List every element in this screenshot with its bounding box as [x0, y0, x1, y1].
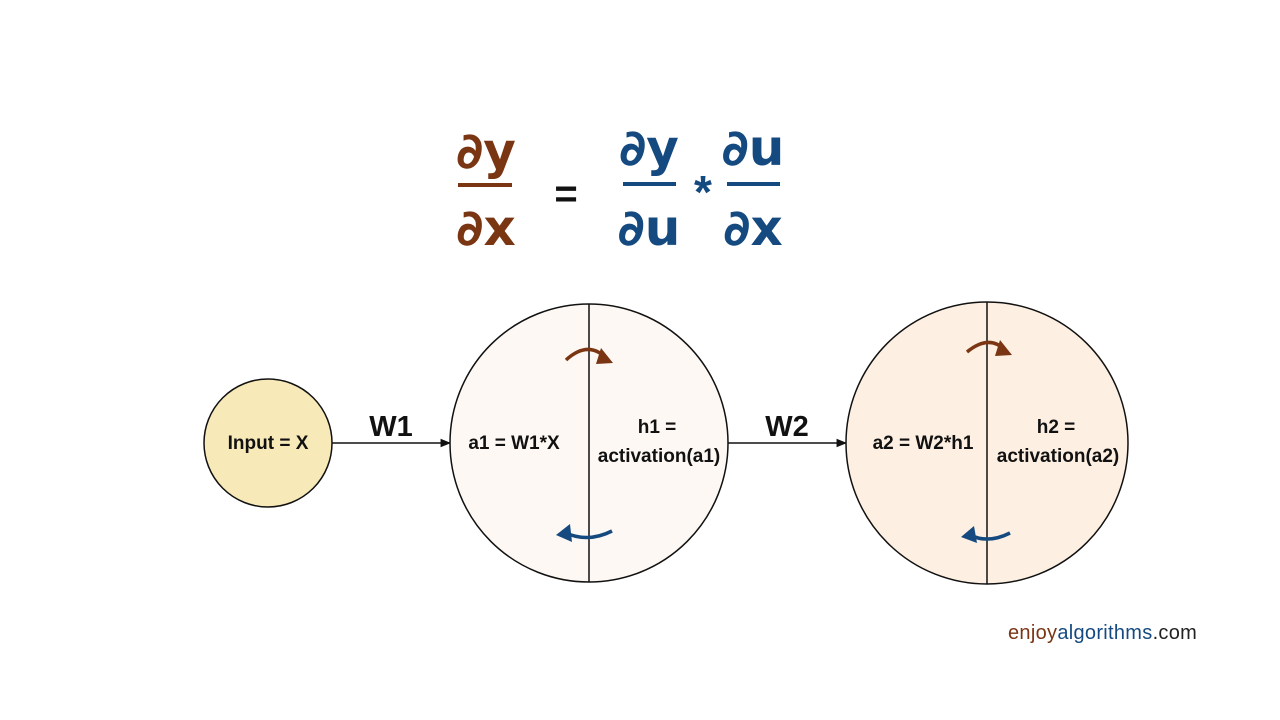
lhs-numerator: ∂y: [456, 122, 516, 180]
forward-arrowhead-icon: [596, 348, 613, 364]
rhs1-denominator: ∂u: [618, 199, 681, 257]
equals-sign: =: [554, 172, 577, 216]
hidden-node-1: a1 = W1*X h1 = activation(a1): [449, 303, 729, 583]
hidden-node-2-preactivation: a2 = W2*h1: [873, 433, 974, 454]
hidden-node-1-preactivation: a1 = W1*X: [468, 433, 560, 454]
hidden-node-2-activation-line2: activation(a2): [997, 446, 1119, 467]
hidden-node-1-activation-line1: h1 =: [638, 417, 677, 438]
hidden-node-1-activation-line2: activation(a1): [598, 446, 720, 467]
brand-logo: enjoyalgorithms.com: [1008, 622, 1197, 645]
edge-w1: W1: [332, 411, 452, 448]
brand-part-domain: .com: [1152, 622, 1198, 644]
rhs2-numerator: ∂u: [722, 119, 785, 177]
lhs-denominator: ∂x: [456, 199, 515, 257]
rhs1-numerator: ∂y: [619, 119, 679, 177]
edge-w1-label: W1: [369, 411, 413, 443]
hidden-node-2-activation-line1: h2 =: [1037, 417, 1076, 438]
backward-arrowhead-icon: [961, 526, 977, 543]
forward-arrowhead-icon: [995, 340, 1012, 356]
backward-arrowhead-icon: [556, 524, 572, 542]
multiply-sign: *: [694, 166, 712, 218]
input-node-label: Input = X: [228, 433, 309, 454]
brand-part-algorithms: algorithms: [1057, 622, 1153, 644]
brand-part-enjoy: enjoy: [1008, 622, 1058, 644]
edge-w2: W2: [728, 411, 848, 448]
edge-w2-label: W2: [765, 411, 809, 443]
chain-rule-equation: ∂y ∂x = ∂y ∂u * ∂u ∂x: [456, 119, 784, 257]
input-node: Input = X: [203, 378, 333, 508]
hidden-node-2: a2 = W2*h1 h2 = activation(a2): [845, 301, 1129, 585]
rhs2-denominator: ∂x: [723, 199, 782, 257]
